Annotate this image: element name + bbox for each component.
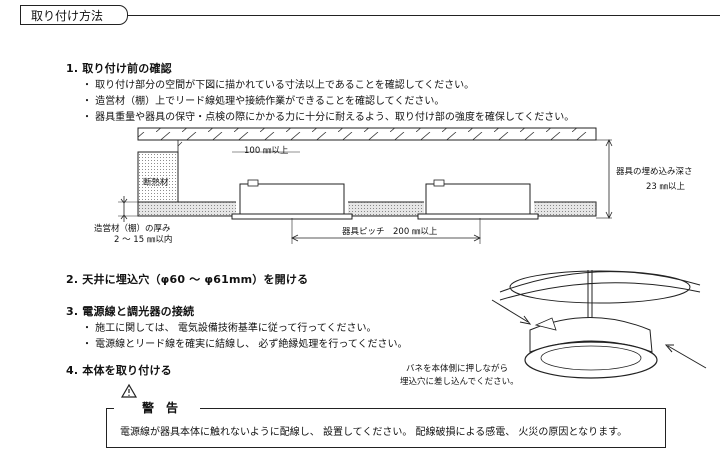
install-note-line-1: バネを本体側に押しながら [406,364,509,374]
section-3-title: 3. 電源線と調光器の接続 [66,305,195,318]
warning-box [106,408,666,448]
section-tab: 取り付け方法 [20,5,128,25]
insulation-block [137,151,179,203]
section-3-bullet-1: ・ 施工に関しては、 電気設備技術基準に従って行ってください。 [82,323,377,334]
fixture-right [425,183,531,215]
section-1-bullet-3: ・ 器具重量や器具の保守・点検の際にかかる力に十分に耐えるよう、取り付け部の強度… [82,112,575,123]
ceiling-slab [137,127,597,141]
section-1-bullet-2: ・ 造営材（棚）上でリード線処理や接続作業ができることを確認してください。 [82,96,445,107]
thickness-value: 2 ～ 15 ㎜以内 [114,235,173,245]
section-1-bullet-1: ・ 取り付け部分の空間が下図に描かれている寸法以上であることを確認してください。 [82,80,475,91]
section-4-title: 4. 本体を取り付ける [66,364,172,377]
pitch-label: 器具ピッチ 200 ㎜以上 [342,227,438,237]
tab-label: 取り付け方法 [31,9,104,23]
header-rule [128,15,720,16]
section-2-title: 2. 天井に埋込穴（φ60 ～ φ61mm）を開ける [66,273,309,286]
thickness-label: 造営材（棚）の厚み [94,224,171,234]
install-note-line-2: 埋込穴に差し込んでください。 [400,377,519,387]
warning-text: 電源線が器具本体に触れないように配線し、 設置してください。 配線破損による感電… [120,427,628,438]
install-illustration [491,270,707,379]
depth-label: 器具の埋め込み深さ [616,167,693,177]
fixture-left [239,183,345,215]
depth-value: 23 ㎜以上 [646,182,686,192]
section-1-title: 1. 取り付け前の確認 [66,62,172,75]
warning-title: 警 告 [142,401,179,415]
dim-clearance-label: 100 ㎜以上 [244,146,289,156]
insulation-label: 断熱材 [143,178,169,188]
section-3-bullet-2: ・ 電源線とリード線を確実に結線し、 必ず絶縁処理を行ってください。 [82,339,408,350]
warning-icon [120,383,138,398]
